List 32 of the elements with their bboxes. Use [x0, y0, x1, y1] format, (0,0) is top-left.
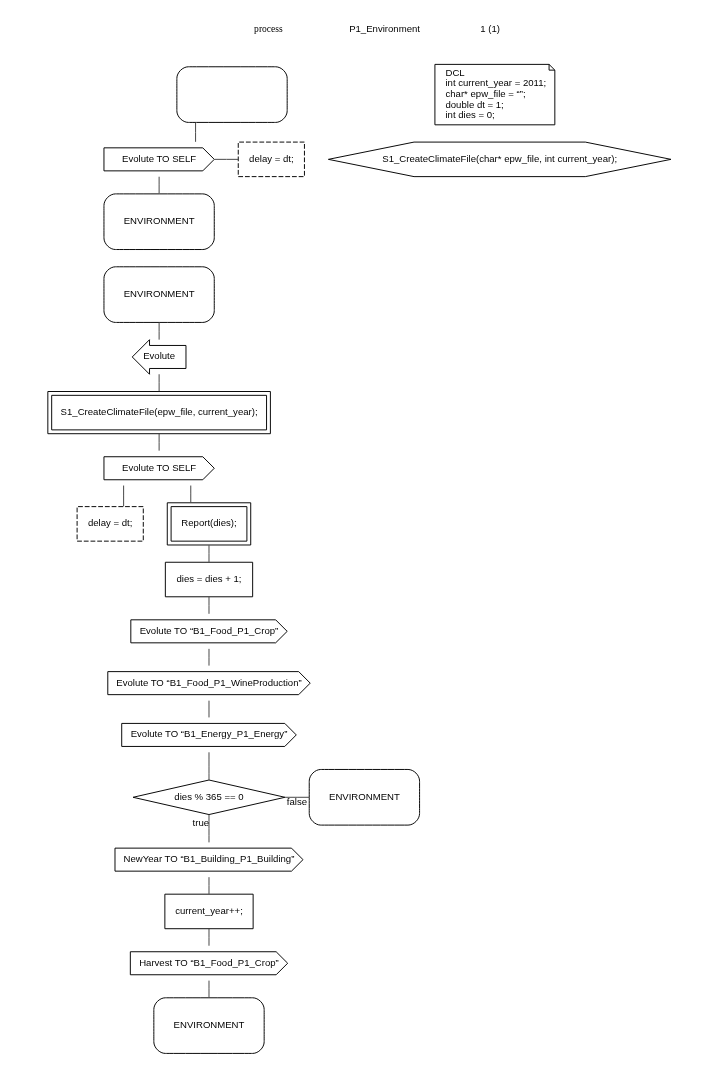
connector — [158, 322, 160, 341]
edge-label: false — [286, 795, 307, 807]
label: process — [253, 23, 283, 35]
connector — [208, 876, 209, 895]
connector — [208, 544, 209, 563]
node-box: current_year++; — [163, 893, 254, 930]
node-box: ENVIRONMENT — [102, 193, 215, 250]
connector — [208, 980, 209, 998]
connector — [158, 373, 160, 392]
node-box: ENVIRONMENT — [308, 769, 420, 826]
node-box: ENVIRONMENT — [102, 266, 215, 323]
connector — [158, 433, 160, 452]
node-box: delay = dt; — [237, 141, 305, 178]
connector — [122, 485, 124, 507]
connector — [208, 751, 209, 781]
label: P1_Environment — [348, 23, 420, 35]
connector — [283, 796, 310, 798]
node-box: dies = dies + 1; — [164, 561, 253, 598]
node-oval — [175, 66, 288, 123]
node-box: Report(dies); — [166, 502, 251, 546]
connector — [208, 928, 209, 947]
connector — [189, 485, 191, 503]
edge-label: true — [192, 816, 209, 828]
connector — [194, 121, 196, 143]
node-box: delay = dt; — [76, 506, 144, 542]
node-diamond: dies % 365 == 0 — [132, 779, 285, 816]
connector — [213, 158, 239, 160]
connector — [208, 596, 209, 615]
label: 1 (1) — [479, 23, 500, 35]
connector — [158, 176, 160, 194]
connector — [208, 814, 209, 843]
node-box: ENVIRONMENT — [152, 997, 265, 1054]
